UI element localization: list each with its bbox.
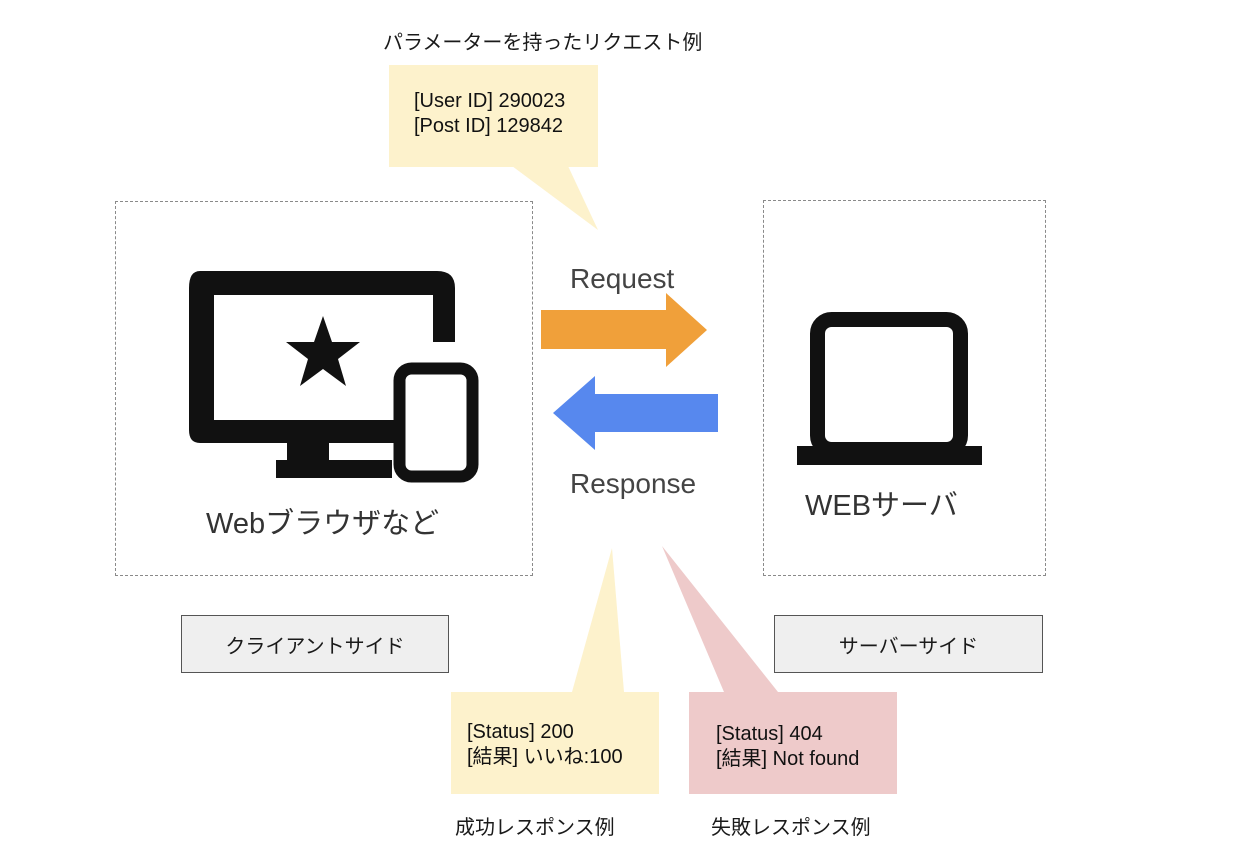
failure-line-status: [Status] 404 [716,723,823,745]
client-node-label: Webブラウザなど [206,508,440,540]
success-callout-tail [572,548,624,692]
monitor-with-star-icon [189,271,455,478]
request-callout: [User ID] 290023 [Post ID] 129842 [389,65,598,167]
response-label: Response [570,468,697,499]
request-example-title: パラメーターを持ったリクエスト例 [383,30,703,54]
success-line-result: [結果] いいね:100 [467,746,623,768]
server-side-label: サーバーサイド [774,615,1043,673]
failure-line-result: [結果] Not found [716,748,860,770]
failure-callout-tail [662,546,778,692]
server-frame [763,200,1046,576]
client-frame [115,201,533,576]
success-callout: [Status] 200 [結果] いいね:100 [451,692,659,794]
response-arrow [553,376,718,450]
failure-caption: 失敗レスポンス例 [711,815,871,839]
laptop-icon [797,312,982,465]
server-node-label: WEBサーバ [805,490,958,522]
client-side-label: クライアントサイド [181,615,449,673]
tablet-icon [393,362,479,483]
failure-callout: [Status] 404 [結果] Not found [689,692,897,794]
request-line-user-id: [User ID] 290023 [414,90,566,112]
request-line-post-id: [Post ID] 129842 [414,115,563,137]
star-icon [286,316,360,386]
request-callout-tail [512,166,598,230]
request-arrow [541,293,707,367]
success-line-status: [Status] 200 [467,721,574,743]
request-label: Request [570,263,675,294]
success-caption: 成功レスポンス例 [455,815,615,839]
